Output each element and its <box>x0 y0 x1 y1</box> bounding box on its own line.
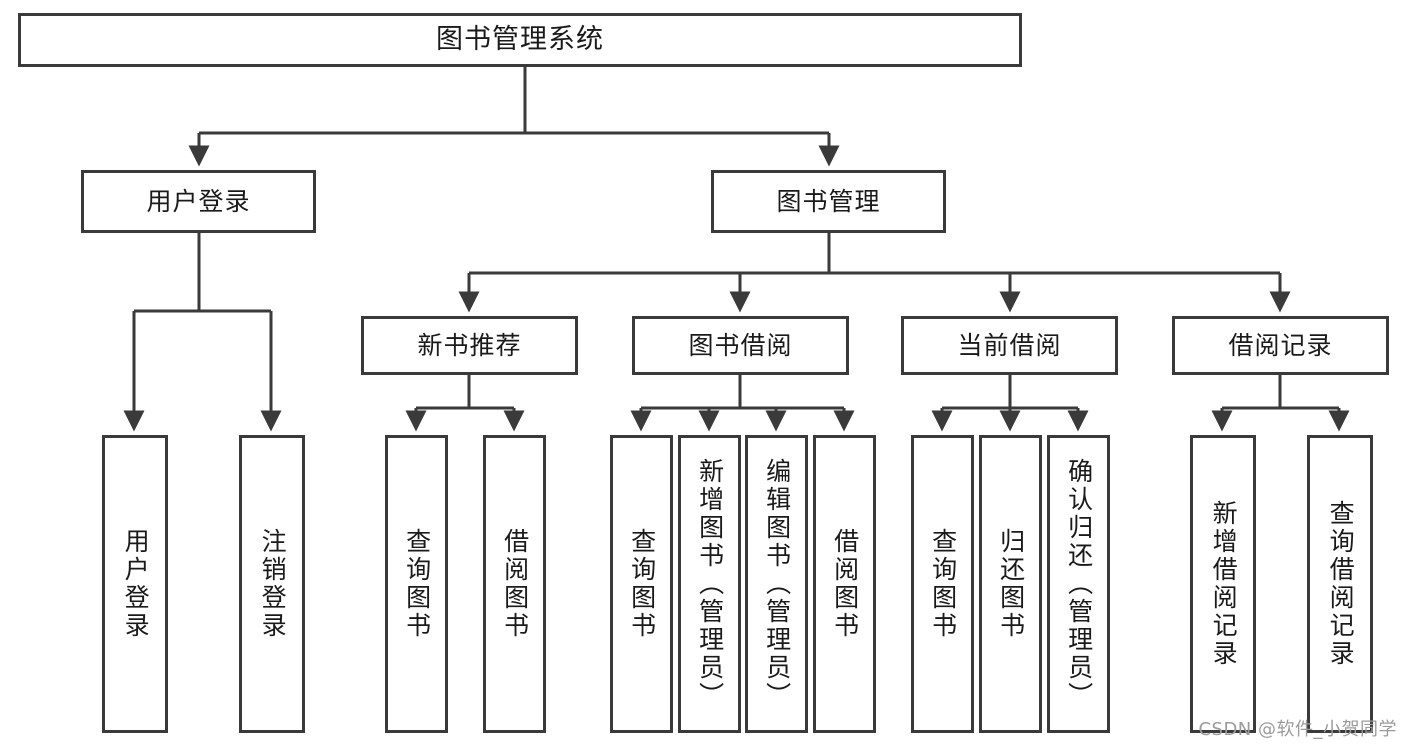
leaf-record-query-record[interactable]: 查询借阅记录 <box>1307 435 1373 733</box>
node-borrow-record[interactable]: 借阅记录 <box>1172 316 1389 375</box>
node-root-label: 图书管理系统 <box>436 23 604 55</box>
csdn-watermark: CSDN @软件_小贺同学 <box>1198 719 1397 740</box>
leaf-label: 新增图书（管理员） <box>695 458 725 710</box>
node-root-book-management-system[interactable]: 图书管理系统 <box>18 13 1022 67</box>
leaf-label: 查询图书 <box>928 528 958 640</box>
leaf-label: 用户登录 <box>121 528 151 640</box>
leaf-label: 确认归还（管理员） <box>1064 458 1094 710</box>
leaf-label: 借阅图书 <box>830 528 860 640</box>
leaf-current-return-book[interactable]: 归还图书 <box>979 435 1042 733</box>
leaf-user-login-login[interactable]: 用户登录 <box>102 435 168 733</box>
leaf-label: 新增借阅记录 <box>1209 500 1239 668</box>
node-current-borrow[interactable]: 当前借阅 <box>901 316 1118 375</box>
leaf-borrow-query-book[interactable]: 查询图书 <box>610 435 673 733</box>
node-user-login-label: 用户登录 <box>146 186 251 216</box>
leaf-label: 借阅图书 <box>500 528 530 640</box>
leaf-label: 查询图书 <box>627 528 657 640</box>
leaf-label: 查询图书 <box>402 528 432 640</box>
node-new-book-recommend[interactable]: 新书推荐 <box>361 316 578 375</box>
leaf-borrow-edit-book-admin[interactable]: 编辑图书（管理员） <box>745 435 808 733</box>
leaf-user-login-logout[interactable]: 注销登录 <box>239 435 305 733</box>
leaf-label: 注销登录 <box>258 528 288 640</box>
leaf-new-book-borrow-book[interactable]: 借阅图书 <box>483 435 546 733</box>
leaf-borrow-borrow-book[interactable]: 借阅图书 <box>813 435 876 733</box>
leaf-label: 编辑图书（管理员） <box>762 458 792 710</box>
leaf-current-query-book[interactable]: 查询图书 <box>911 435 974 733</box>
node-new-book-recommend-label: 新书推荐 <box>417 330 522 360</box>
node-book-management-label: 图书管理 <box>776 186 881 216</box>
node-user-login[interactable]: 用户登录 <box>81 170 316 233</box>
leaf-record-add-record[interactable]: 新增借阅记录 <box>1190 435 1256 733</box>
node-current-borrow-label: 当前借阅 <box>957 330 1062 360</box>
node-book-borrow-label: 图书借阅 <box>688 330 793 360</box>
leaf-current-confirm-return-admin[interactable]: 确认归还（管理员） <box>1047 435 1110 733</box>
node-book-borrow[interactable]: 图书借阅 <box>632 316 849 375</box>
node-borrow-record-label: 借阅记录 <box>1228 330 1333 360</box>
leaf-borrow-add-book-admin[interactable]: 新增图书（管理员） <box>678 435 741 733</box>
leaf-new-book-query-book[interactable]: 查询图书 <box>385 435 448 733</box>
leaf-label: 查询借阅记录 <box>1326 500 1356 668</box>
leaf-label: 归还图书 <box>996 528 1026 640</box>
node-book-management[interactable]: 图书管理 <box>711 170 946 233</box>
